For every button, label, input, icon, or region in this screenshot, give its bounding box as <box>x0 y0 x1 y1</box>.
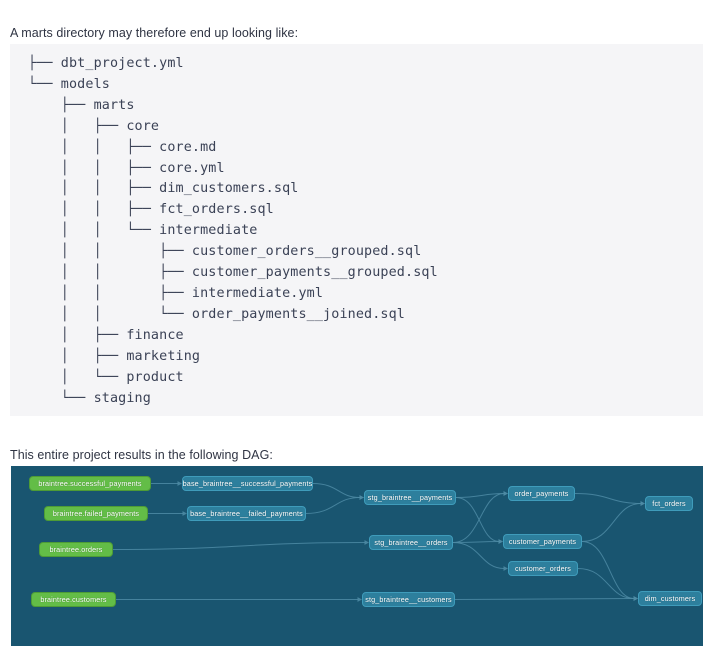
dag-edge-stg_braintree__customers-to-dim_customers <box>454 598 635 600</box>
dag-node-label: fct_orders <box>652 498 686 508</box>
dag-caption-paragraph: This entire project results in the follo… <box>10 447 273 462</box>
dag-node-dim_customers[interactable]: dim_customers <box>638 591 702 606</box>
dag-edge-arrowhead <box>633 596 638 601</box>
dag-edge-customer_orders-to-dim_customers <box>577 568 635 599</box>
dag-edge-arrowhead <box>364 540 369 545</box>
dag-edge-customer_payments-to-fct_orders <box>581 503 642 542</box>
dag-node-label: stg_braintree__payments <box>367 492 453 502</box>
dag-edge-arrowhead <box>503 566 508 571</box>
dag-node-label: stg_braintree__orders <box>374 537 448 547</box>
dag-node-label: braintree.orders <box>49 544 103 554</box>
dag-node-label: stg_braintree__customers <box>365 594 452 604</box>
dag-node-label: braintree.failed_payments <box>52 508 140 518</box>
dag-node-label: customer_payments <box>508 536 577 546</box>
dag-canvas[interactable]: braintree.successful_payments braintree.f… <box>11 466 703 646</box>
dag-node-braintree_failed_payments[interactable]: braintree.failed_payments <box>44 506 148 521</box>
dag-node-fct_orders[interactable]: fct_orders <box>645 496 693 511</box>
dag-edge-layer <box>112 481 645 602</box>
dag-node-braintree_customers[interactable]: braintree.customers <box>31 592 116 607</box>
dag-edge-arrowhead <box>359 495 364 500</box>
dag-edge-stg_braintree__payments-to-customer_payments <box>455 497 500 542</box>
directory-tree-text: ├── dbt_project.yml └── models ├── marts… <box>28 56 438 406</box>
dag-node-customer_payments[interactable]: customer_payments <box>503 534 582 549</box>
dag-node-braintree_orders[interactable]: braintree.orders <box>39 542 113 557</box>
dag-edge-order_payments-to-fct_orders <box>574 493 642 504</box>
dag-edge-arrowhead <box>640 501 645 506</box>
dag-node-order_payments[interactable]: order_payments <box>508 486 575 501</box>
dag-edge-base_braintree__failed_payments-to-stg_braintree__payments <box>305 497 361 514</box>
dag-node-customer_orders[interactable]: customer_orders <box>508 561 578 576</box>
dag-edge-arrowhead <box>182 511 187 516</box>
dag-node-label: base_braintree__failed_payments <box>190 508 303 518</box>
dag-node-label: customer_orders <box>514 563 572 573</box>
dag-edge-arrowhead <box>357 597 362 602</box>
dag-edge-braintree_orders-to-stg_braintree__orders <box>112 542 366 550</box>
dag-edge-arrowhead <box>503 491 508 496</box>
dag-diagram-panel[interactable]: braintree.successful_payments braintree.f… <box>11 466 703 646</box>
dag-node-label: braintree.customers <box>40 594 107 604</box>
dag-edge-arrowhead <box>498 539 503 544</box>
dag-node-label: base_braintree__successful_payments <box>182 478 313 488</box>
directory-tree-code-block: ├── dbt_project.yml └── models ├── marts… <box>10 44 703 416</box>
dag-node-base_braintree__failed_payments[interactable]: base_braintree__failed_payments <box>187 506 306 521</box>
dag-edge-stg_braintree__orders-to-order_payments <box>452 493 505 543</box>
dag-node-stg_braintree__orders[interactable]: stg_braintree__orders <box>369 535 453 550</box>
dag-node-stg_braintree__customers[interactable]: stg_braintree__customers <box>362 592 455 607</box>
dag-edge-arrowhead <box>177 481 182 486</box>
dag-edge-customer_payments-to-dim_customers <box>581 541 635 599</box>
dag-edge-stg_braintree__orders-to-customer_orders <box>452 542 505 569</box>
dag-node-label: braintree.successful_payments <box>38 478 142 488</box>
dag-node-base_braintree__successful_payments[interactable]: base_braintree__successful_payments <box>182 476 313 491</box>
dag-node-stg_braintree__payments[interactable]: stg_braintree__payments <box>364 490 456 505</box>
dag-edge-stg_braintree__payments-to-order_payments <box>455 493 505 498</box>
dag-edge-base_braintree__successful_payments-to-stg_braintree__payments <box>312 483 361 498</box>
dag-node-braintree_successful_payments[interactable]: braintree.successful_payments <box>29 476 151 491</box>
intro-paragraph: A marts directory may therefore end up l… <box>10 25 299 40</box>
dag-node-label: order_payments <box>514 488 569 498</box>
dag-node-label: dim_customers <box>644 593 696 603</box>
